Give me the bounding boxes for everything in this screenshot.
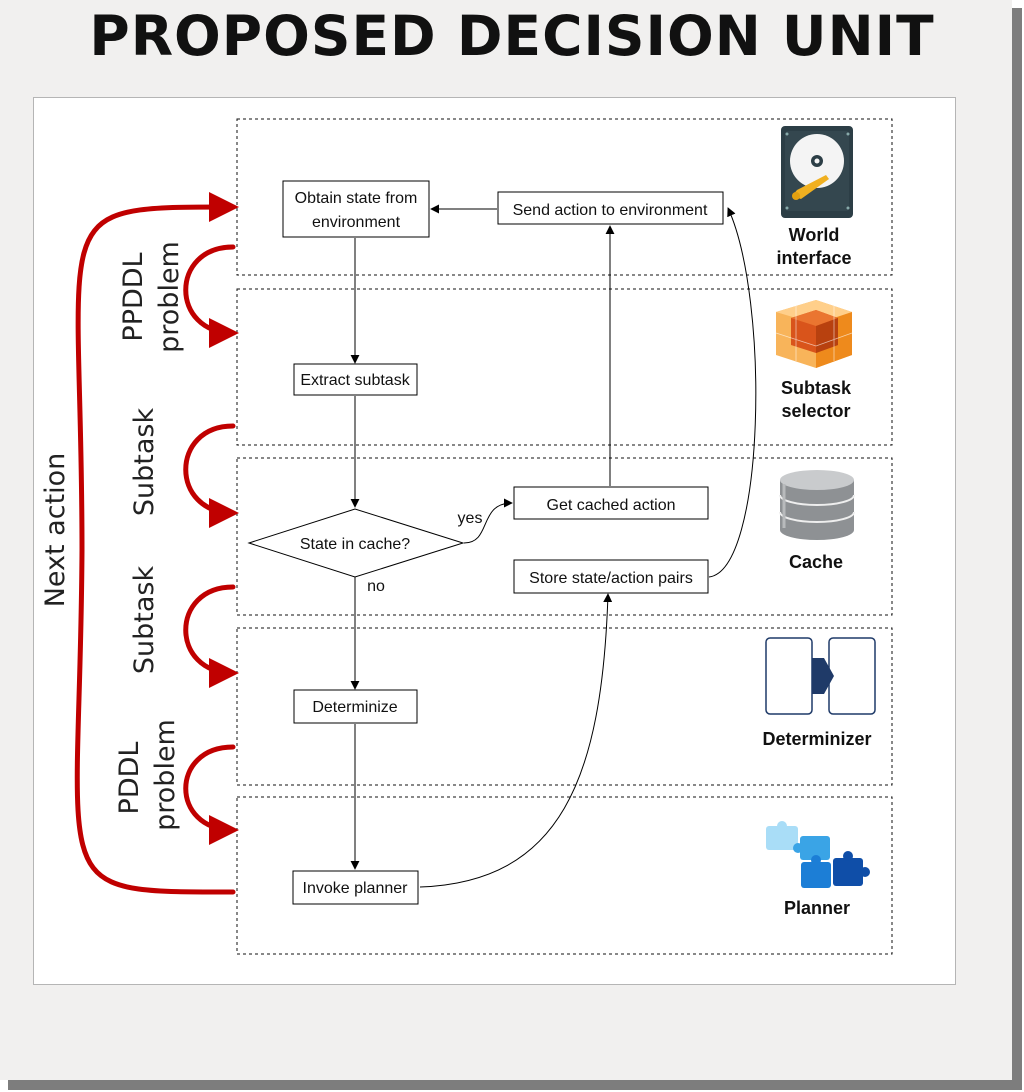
node-invoke-planner: Invoke planner <box>292 870 419 905</box>
next-action-arrow <box>74 191 239 895</box>
state-in-cache-text: State in cache? <box>300 536 410 553</box>
subtask-selector-label-1: Subtask <box>781 378 852 398</box>
subtask-label-2: Subtask <box>129 566 160 675</box>
subtask-selector-label-2: selector <box>781 401 850 421</box>
pddl-label: PDDL <box>114 742 145 815</box>
node-determinize: Determinize <box>293 689 418 724</box>
world-interface-label-2: interface <box>776 248 851 268</box>
node-extract-subtask: Extract subtask <box>293 363 418 396</box>
region-determinizer <box>236 627 893 786</box>
ppddl-problem-label: problem <box>154 241 185 353</box>
ppddl-problem-arrow <box>183 244 239 348</box>
determinize-text: Determinize <box>312 699 397 716</box>
subtask-label-1: Subtask <box>129 408 160 517</box>
determinizer-label: Determinizer <box>762 729 871 749</box>
subtask-arrow-1 <box>183 423 239 528</box>
extract-subtask-text: Extract subtask <box>300 372 410 389</box>
world-interface-label-1: World <box>789 225 840 245</box>
node-get-cached-action: Get cached action <box>513 486 709 520</box>
no-label: no <box>367 578 385 595</box>
edge-decision-yes <box>463 498 513 544</box>
pddl-problem-arrow <box>183 744 239 845</box>
send-action-text: Send action to environment <box>513 202 708 219</box>
region-planner <box>236 796 893 955</box>
ppddl-label: PPDDL <box>118 252 149 341</box>
get-cached-action-text: Get cached action <box>547 497 676 514</box>
puzzle-icon <box>766 821 870 888</box>
node-state-in-cache: State in cache? <box>247 508 465 578</box>
page-shadow-right <box>1012 8 1022 1090</box>
edge-store-to-send <box>708 207 757 578</box>
node-send-action: Send action to environment <box>497 191 724 225</box>
planner-label: Planner <box>784 898 850 918</box>
obtain-state-line1: Obtain state from <box>295 190 418 207</box>
cache-label: Cache <box>789 552 843 572</box>
pddl-problem-label: problem <box>150 719 181 831</box>
region-subtask-selector <box>236 288 893 446</box>
database-icon <box>779 470 855 540</box>
page-shadow-bottom <box>8 1080 1022 1090</box>
edge-invoke-to-store <box>419 593 613 888</box>
transform-icon <box>765 637 876 715</box>
next-action-label: Next action <box>40 453 71 608</box>
region-cache <box>236 457 893 616</box>
subtask-arrow-2 <box>183 584 239 688</box>
cube-icon <box>775 300 853 368</box>
node-obtain-state: Obtain state from environment <box>282 180 430 238</box>
hard-drive-icon <box>781 126 853 218</box>
node-store-pairs: Store state/action pairs <box>513 559 709 594</box>
page-title: PROPOSED DECISION UNIT <box>89 4 935 68</box>
store-pairs-text: Store state/action pairs <box>529 570 693 587</box>
invoke-planner-text: Invoke planner <box>303 880 409 897</box>
yes-label: yes <box>458 510 483 527</box>
obtain-state-line2: environment <box>312 214 401 231</box>
